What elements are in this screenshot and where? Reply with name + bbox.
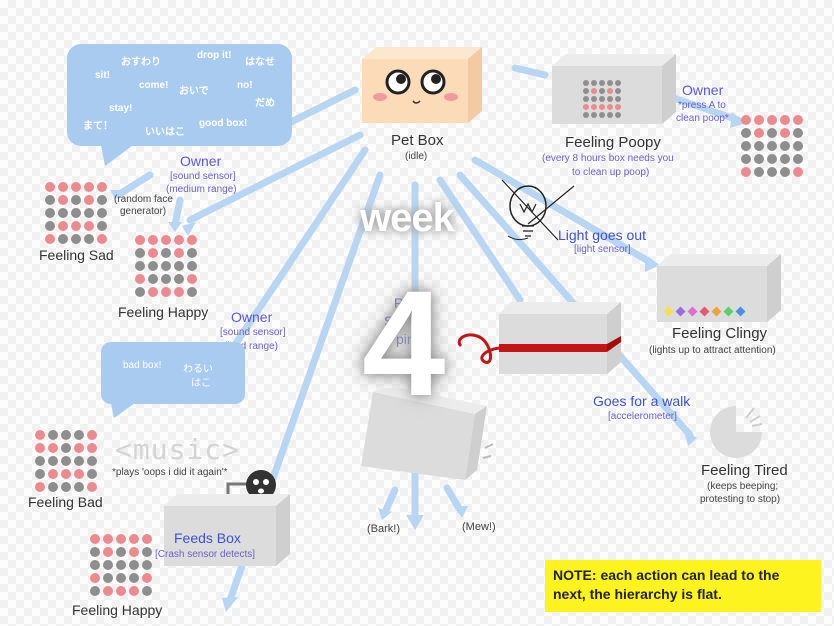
random-face-note: (random face generator) bbox=[114, 194, 173, 218]
feeling-sad-label: Feeling Sad bbox=[39, 247, 114, 263]
feeling-tired-label: Feeling Tired bbox=[701, 462, 788, 479]
mew-label: (Mew!) bbox=[462, 521, 496, 533]
poopy-face bbox=[583, 80, 621, 118]
feeling-happy-face bbox=[135, 235, 197, 297]
walk-sensor-label: [accelerometer] bbox=[608, 411, 677, 422]
arrow-to-light bbox=[471, 156, 654, 266]
music-note: *plays 'oops i did it again'* bbox=[112, 467, 228, 478]
commands-bubble bbox=[67, 44, 292, 146]
week-number: 4 bbox=[362, 259, 446, 427]
arrow-to-bad-bubble bbox=[231, 146, 369, 349]
feeling-bad-face bbox=[35, 430, 97, 492]
word: おいで bbox=[179, 86, 209, 97]
feeling-clingy-label: Feeling Clingy bbox=[672, 325, 768, 342]
word: はこ bbox=[191, 378, 211, 389]
pet-box-state: (idle) bbox=[405, 151, 428, 162]
pet-box bbox=[362, 47, 482, 123]
word: stay! bbox=[109, 103, 133, 114]
random-face-line1: (random face bbox=[114, 194, 173, 205]
tilted-box bbox=[361, 388, 494, 480]
sensor-label: [sound sensor] bbox=[170, 171, 236, 182]
range-label: (medium range) bbox=[166, 184, 237, 195]
arrow-owner-happy bbox=[171, 196, 184, 229]
feeling-happy-face bbox=[90, 534, 152, 596]
range-label: (loud range) bbox=[224, 341, 278, 352]
word: いいはこ bbox=[145, 127, 185, 138]
lightbulb-off-icon bbox=[501, 179, 575, 241]
arrow-to-feeling-happy bbox=[186, 131, 364, 224]
arrow-bark bbox=[381, 486, 399, 516]
ribbon-box bbox=[457, 302, 621, 374]
scold-bubble bbox=[101, 342, 245, 404]
clingy-box bbox=[657, 254, 781, 322]
arrow-to-feeling-sad bbox=[114, 171, 154, 199]
feeling-happy-label: Feeling Happy bbox=[118, 304, 209, 320]
speaker-icon bbox=[246, 470, 276, 500]
word: good box! bbox=[199, 118, 248, 129]
walk-label: Goes for a walk bbox=[593, 393, 691, 409]
arrow-to-poop-owner bbox=[661, 91, 742, 124]
arrow-to-poopy bbox=[511, 64, 549, 79]
feeds-box-sensor: [Crash sensor detects] bbox=[155, 549, 256, 560]
light-sensor-label: [light sensor] bbox=[574, 244, 631, 255]
word: come! bbox=[139, 80, 169, 91]
word: bad box! bbox=[123, 360, 162, 371]
owner-poop-note-2: clean poop* bbox=[676, 113, 729, 124]
word: おすわり bbox=[121, 57, 161, 68]
feeling-poopy-label: Feeling Poopy bbox=[565, 134, 661, 151]
feeds-box-label: Feeds Box bbox=[174, 530, 241, 546]
feeds-box bbox=[164, 494, 290, 566]
bubble-tail bbox=[100, 140, 140, 166]
word: no! bbox=[237, 80, 253, 91]
random-face-line2: generator) bbox=[120, 206, 167, 217]
note-line: NOTE: each action can lead to the bbox=[553, 567, 780, 583]
poopy-note-1: (every 8 hours box needs you bbox=[542, 153, 674, 164]
word: まて！ bbox=[83, 121, 113, 132]
scold-bubble-tail bbox=[110, 398, 142, 418]
owner-label: Owner bbox=[682, 82, 724, 98]
light-goes-out-label: Light goes out bbox=[558, 227, 646, 243]
music-label: <music> bbox=[115, 433, 241, 466]
bark-label: (Bark!) bbox=[367, 523, 400, 535]
word: わるい bbox=[183, 364, 213, 375]
feeling-sad-face bbox=[45, 182, 107, 244]
word: だめ bbox=[255, 98, 275, 109]
word: はなせ bbox=[245, 57, 275, 68]
poopy-note-2: to clean up poop) bbox=[572, 167, 650, 178]
pat-line: Pa bbox=[394, 295, 412, 311]
pat-label: Pa S pin i bbox=[384, 294, 422, 348]
week-label: week bbox=[360, 196, 455, 240]
feeling-happy-label: Feeling Happy bbox=[72, 602, 163, 618]
tired-note-1: (keeps beeping; bbox=[707, 481, 779, 492]
pet-box-label: Pet Box bbox=[391, 132, 444, 149]
tired-note-2: protesting to stop) bbox=[700, 494, 781, 505]
clean-face bbox=[741, 115, 803, 177]
owner-label: Owner bbox=[231, 309, 273, 325]
pat-line: pin i bbox=[396, 331, 422, 347]
word: drop it! bbox=[197, 50, 232, 61]
note-line: next, the hierarchy is flat. bbox=[553, 586, 722, 602]
flat-hierarchy-note: NOTE: each action can lead to the next, … bbox=[545, 560, 821, 612]
owner-poop-note-1: *press A to bbox=[678, 100, 726, 111]
owner-label: Owner bbox=[180, 153, 222, 169]
arrow-to-pat bbox=[436, 176, 524, 304]
feeling-bad-label: Feeling Bad bbox=[28, 494, 103, 510]
bubble-words: おすわり drop it! はなせ sit! come! おいで no! sta… bbox=[67, 44, 292, 146]
word: sit! bbox=[95, 70, 110, 81]
sensor-label: [sound sensor] bbox=[220, 327, 286, 338]
tired-pie-icon bbox=[710, 406, 763, 458]
arrow-to-bubble bbox=[281, 86, 359, 129]
scold-words: bad box! わるい はこ bbox=[101, 342, 245, 404]
clingy-note: (lights up to attract attention) bbox=[649, 345, 776, 356]
pat-line: S bbox=[384, 313, 394, 329]
